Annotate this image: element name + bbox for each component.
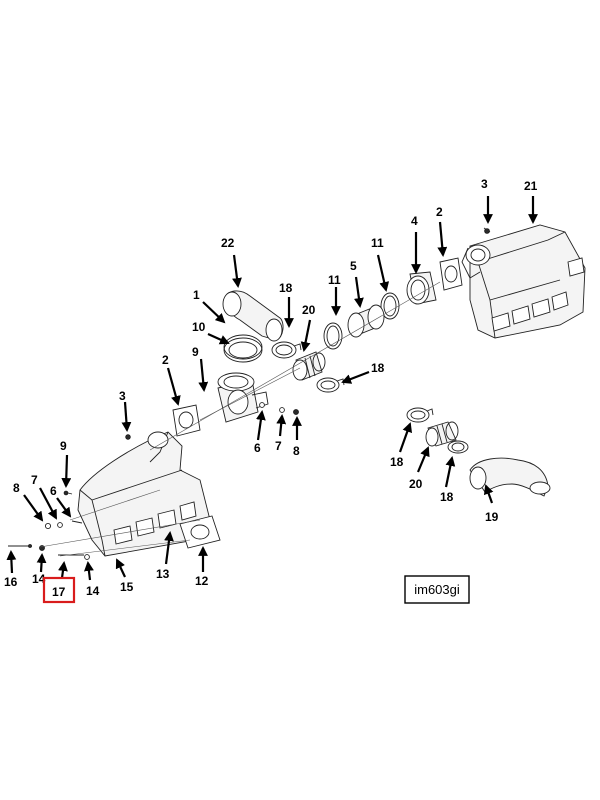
callout-12: 12 [195, 574, 209, 588]
callout-20-upper: 20 [302, 303, 316, 317]
callout-21: 21 [524, 179, 538, 193]
seal-ring-lower [323, 322, 343, 350]
callout-18-upper: 18 [279, 281, 293, 295]
callout-2-upper: 2 [436, 205, 443, 219]
image-id-box: im603gi [404, 575, 470, 604]
exhaust-manifold-left [77, 431, 211, 557]
callout-20-lower: 20 [409, 477, 423, 491]
gasket-left-upper [172, 404, 201, 437]
washer-valve-a [259, 402, 265, 408]
washer-left-a [57, 522, 63, 528]
rubber-coupling-upper [292, 351, 326, 381]
stud-long-a [8, 544, 32, 548]
callout-11-lower: 11 [328, 273, 341, 287]
bolt-left-top [125, 434, 131, 440]
callout-labels: 22 1 10 9 18 20 11 5 11 4 2 3 21 18 2 3 … [4, 177, 538, 599]
hose-clamp-d [447, 440, 469, 454]
callout-14-right: 14 [86, 584, 100, 598]
elbow-pipe [222, 290, 284, 342]
callout-18-lower-b: 18 [440, 490, 454, 504]
callout-4: 4 [411, 214, 418, 228]
gasket-upper-right [439, 257, 463, 291]
outlet-elbow-pipe [469, 457, 551, 497]
hose-clamp-b [316, 377, 345, 393]
seal-ring-upper [380, 292, 400, 320]
callout-11-upper: 11 [371, 236, 384, 250]
nut-left-a [44, 522, 52, 530]
callout-18-lower-a: 18 [390, 455, 404, 469]
callout-8-left: 8 [13, 481, 20, 495]
washer-lower-b [84, 554, 90, 560]
nut-valve-b [293, 409, 299, 415]
highlight-box [42, 576, 76, 604]
callout-5: 5 [350, 259, 357, 273]
callout-15: 15 [120, 580, 134, 594]
callout-14-left: 14 [32, 572, 46, 586]
callout-9-left: 9 [60, 439, 67, 453]
callout-13: 13 [156, 567, 170, 581]
stud-left-b [71, 520, 83, 524]
callout-8-valve: 8 [293, 444, 300, 458]
callout-10: 10 [192, 320, 206, 334]
callout-19: 19 [485, 510, 499, 524]
exhaust-manifold-right [461, 224, 586, 339]
sleeve-coupling [347, 304, 385, 338]
callout-16: 16 [4, 575, 18, 589]
callout-18-right: 18 [371, 361, 385, 375]
hose-clamp-c [406, 407, 434, 423]
callout-2-lower: 2 [162, 353, 169, 367]
callout-22: 22 [221, 236, 235, 250]
v-band-clamp [223, 334, 263, 363]
callout-1: 1 [193, 288, 200, 302]
nut-valve-a [279, 407, 285, 413]
callout-7-left: 7 [31, 473, 38, 487]
hose-clamp-a [271, 341, 302, 359]
flange-adapter [406, 271, 437, 305]
callout-3-upper: 3 [481, 177, 488, 191]
image-id-label: im603gi [414, 582, 460, 597]
rubber-coupling-lower [425, 421, 459, 447]
callout-6-valve: 6 [254, 441, 261, 455]
callout-17: 17 [52, 585, 66, 599]
stud-left-a [63, 490, 73, 496]
bolt-upper-right [483, 227, 491, 234]
callout-arrows [6, 196, 538, 581]
callout-9-valve: 9 [192, 345, 199, 359]
callout-3-lower: 3 [119, 389, 126, 403]
callout-6-left: 6 [50, 484, 57, 498]
callout-7-valve: 7 [275, 439, 282, 453]
